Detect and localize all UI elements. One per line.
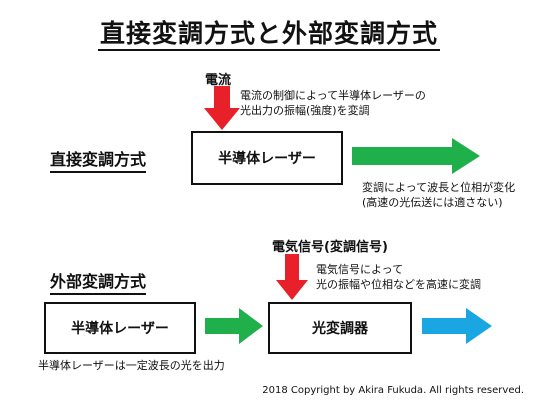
current-note-line1: 電流の制御によって半導体レーザーの — [240, 89, 426, 102]
signal-note-line2: 光の振幅や位相などを高速に変調 — [316, 278, 481, 291]
page-title: 直接変調方式と外部変調方式 — [0, 14, 538, 51]
direct-laser-label: 半導体レーザー — [218, 151, 316, 167]
external-laser-note: 半導体レーザーは一定波長の光を出力 — [38, 359, 225, 372]
laser-to-modulator-arrow — [205, 308, 263, 344]
current-arrow-shape — [204, 86, 240, 130]
external-laser-label: 半導体レーザー — [71, 321, 169, 337]
signal-arrow — [276, 254, 308, 300]
direct-modulation-heading: 直接変調方式 — [50, 146, 147, 173]
optical-modulator-box: 光変調器 — [268, 302, 412, 354]
signal-arrow-shape — [276, 254, 308, 300]
external-laser-box: 半導体レーザー — [44, 302, 196, 354]
optical-modulator-label: 光変調器 — [312, 321, 368, 337]
signal-label: 電気信号(変調信号) — [272, 240, 388, 255]
current-arrow — [204, 86, 240, 130]
direct-output-note-line2: (高速の光伝送には適さない) — [362, 196, 503, 209]
direct-laser-box: 半導体レーザー — [191, 131, 343, 185]
external-modulation-heading: 外部変調方式 — [50, 268, 147, 295]
copyright-notice: 2018 Copyright by Akira Fukuda. All righ… — [262, 385, 524, 396]
modulator-output-arrow-shape — [422, 308, 492, 344]
direct-output-note-line1: 変調によって波長と位相が変化 — [362, 181, 516, 194]
current-label: 電流 — [205, 73, 232, 88]
modulator-output-arrow — [422, 308, 492, 344]
direct-output-arrow — [352, 138, 480, 174]
current-note-line2: 光出力の振幅(強度)を変調 — [240, 104, 370, 117]
laser-to-modulator-arrow-shape — [205, 308, 263, 344]
direct-output-arrow-shape — [352, 138, 480, 174]
signal-note-line1: 電気信号によって — [316, 263, 404, 276]
